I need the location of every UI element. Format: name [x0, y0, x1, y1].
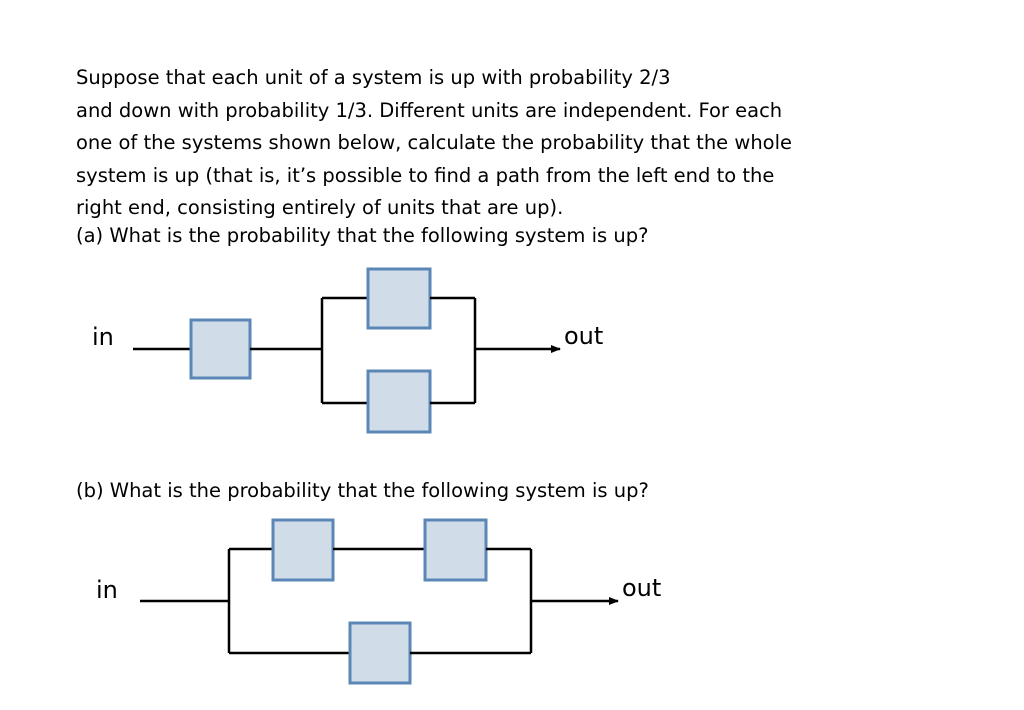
diagram-a-in-label: in	[92, 323, 114, 351]
problem-line: system is up (that is, it’s possible to …	[76, 163, 775, 187]
problem-statement: Suppose that each unit of a system is up…	[76, 62, 976, 225]
diagram-b-out-label: out	[622, 574, 661, 602]
diagram-b: in out	[96, 518, 661, 685]
problem-line: and down with probability 1/3. Different…	[76, 98, 783, 122]
problem-line: one of the systems shown below, calculat…	[76, 131, 793, 154]
diagram-a: in out	[92, 267, 603, 434]
diagram-b-top-unit-1	[271, 518, 335, 582]
diagram-a-out-label: out	[564, 322, 603, 350]
problem-line: right end, consisting entirely of units …	[76, 196, 564, 219]
problem-line: Suppose that each unit of a system is up…	[76, 66, 671, 89]
question-b: (b) What is the probability that the fol…	[76, 479, 649, 502]
diagram-b-in-label: in	[96, 576, 118, 604]
diagram-b-bottom-unit	[348, 621, 412, 685]
diagram-a-parallel-unit-top	[366, 267, 432, 330]
diagram-a-series-unit	[189, 318, 252, 380]
diagram-a-parallel-unit-bottom	[366, 369, 432, 434]
question-a: (a) What is the probability that the fol…	[76, 224, 649, 247]
diagram-b-top-unit-2	[423, 518, 488, 582]
